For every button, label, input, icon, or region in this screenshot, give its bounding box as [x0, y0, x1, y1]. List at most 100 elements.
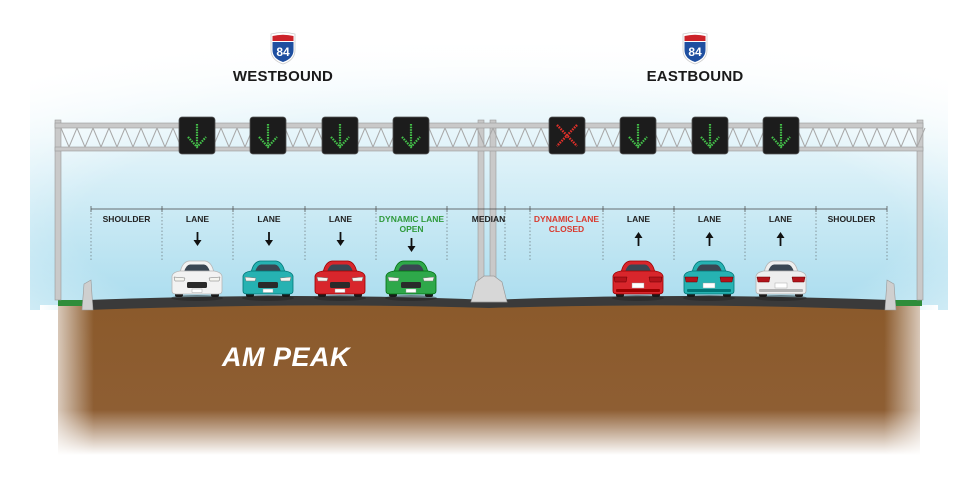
car-shadow: [171, 295, 223, 301]
interstate-shields: 84 84: [270, 32, 708, 65]
lane-label: SHOULDER: [102, 214, 151, 224]
truss-member: [132, 127, 142, 148]
grass-left: [58, 300, 90, 306]
truss-member: [836, 127, 846, 148]
down-arrowhead-icon: [336, 240, 345, 246]
car-shadow: [242, 295, 294, 301]
truss-member: [748, 127, 758, 148]
lane-dimension-lines: [90, 206, 888, 262]
shield-number: 84: [688, 45, 702, 59]
car-front-view: [242, 260, 294, 301]
green-arrow-signal: [619, 116, 657, 155]
green-arrowhead-icon: [628, 136, 648, 149]
lane-label: DYNAMIC LANE OPEN: [378, 214, 445, 234]
truss-member: [804, 127, 814, 148]
lane-label: LANE: [697, 214, 722, 224]
license-plate: [191, 288, 203, 293]
truss-member: [604, 127, 614, 148]
truss-member: [68, 127, 78, 148]
car-windshield: [625, 264, 651, 272]
truss-member: [668, 127, 678, 148]
truss-member: [516, 127, 526, 148]
truss-member: [492, 127, 502, 148]
truss-member: [908, 127, 918, 148]
truss-member: [92, 127, 102, 148]
truss-member: [844, 127, 854, 148]
rear-bumper: [759, 289, 803, 292]
truss-member: [820, 127, 830, 148]
truss-member: [444, 127, 454, 148]
soil-fade: [40, 305, 938, 455]
truss-member: [660, 127, 670, 148]
taillight-icon: [719, 276, 734, 283]
headlight-icon: [422, 276, 435, 282]
median-barrier: [470, 275, 508, 303]
headlight-icon: [387, 276, 400, 282]
truss-member: [164, 127, 174, 148]
truss-member: [676, 127, 686, 148]
truss-member: [892, 127, 902, 148]
right-barrier: [884, 279, 897, 311]
green-arrow-signal: [691, 116, 729, 155]
truss-member: [852, 127, 862, 148]
interstate-shield-icon: 84: [270, 32, 296, 65]
car-grille: [330, 282, 350, 288]
down-arrowhead-icon: [265, 240, 273, 246]
license-plate: [774, 282, 788, 289]
truss-member: [108, 127, 118, 148]
shield-red-band: [684, 34, 706, 41]
car-windshield: [398, 264, 424, 272]
car-shadow: [683, 295, 735, 301]
car-front-view: [314, 260, 366, 301]
truss-member: [596, 127, 606, 148]
car-windshield: [768, 264, 794, 272]
lane-label: LANE: [257, 214, 281, 224]
lane-label: MEDIAN: [471, 214, 506, 224]
car-shadow: [385, 295, 437, 301]
rear-bumper: [616, 289, 660, 292]
car-windshield: [327, 264, 353, 272]
green-arrowhead-icon: [401, 136, 421, 149]
taillight-icon: [613, 276, 628, 283]
truss-member: [292, 127, 302, 148]
car-shadow: [314, 295, 366, 301]
car-rear-view: [612, 260, 664, 301]
truss-member: [588, 127, 598, 148]
down-arrowhead-icon: [407, 246, 416, 252]
green-arrow-signal: [249, 116, 287, 155]
truss-member: [140, 127, 150, 148]
headlight-icon: [279, 276, 292, 282]
truss-member: [828, 127, 838, 148]
shield-blue-field: [272, 42, 294, 62]
lane-label: DYNAMIC LANE CLOSED: [533, 214, 600, 234]
lane-signal-heads: [178, 116, 800, 155]
truss-member: [380, 127, 390, 148]
taillight-icon: [684, 276, 699, 283]
lane-label: LANE: [328, 214, 353, 224]
truss-member: [60, 127, 70, 148]
lane-label: SHOULDER: [827, 214, 876, 224]
truss-member: [876, 127, 886, 148]
taillight-icon: [791, 276, 806, 283]
headlight-icon: [173, 276, 186, 282]
lane-label: LANE: [768, 214, 793, 224]
lane-direction-arrows: [193, 232, 785, 252]
interstate-shield-icon: 84: [682, 32, 708, 65]
car-shadow: [755, 295, 807, 301]
shield-red-band: [272, 34, 294, 41]
vehicles: [171, 260, 807, 301]
truss-member: [532, 127, 542, 148]
car-windshield: [696, 264, 722, 272]
car-rear-view: [683, 260, 735, 301]
car-shadow: [612, 295, 664, 301]
car-windshield: [184, 264, 210, 272]
green-arrow-signal: [321, 116, 359, 155]
taillight-icon: [756, 276, 771, 283]
truss-member: [540, 127, 550, 148]
left-barrier: [81, 279, 94, 311]
car-grille: [258, 282, 278, 288]
car-windshield: [255, 264, 281, 272]
red-x-signal: [548, 116, 586, 155]
period-label: AM PEAK: [222, 342, 351, 372]
